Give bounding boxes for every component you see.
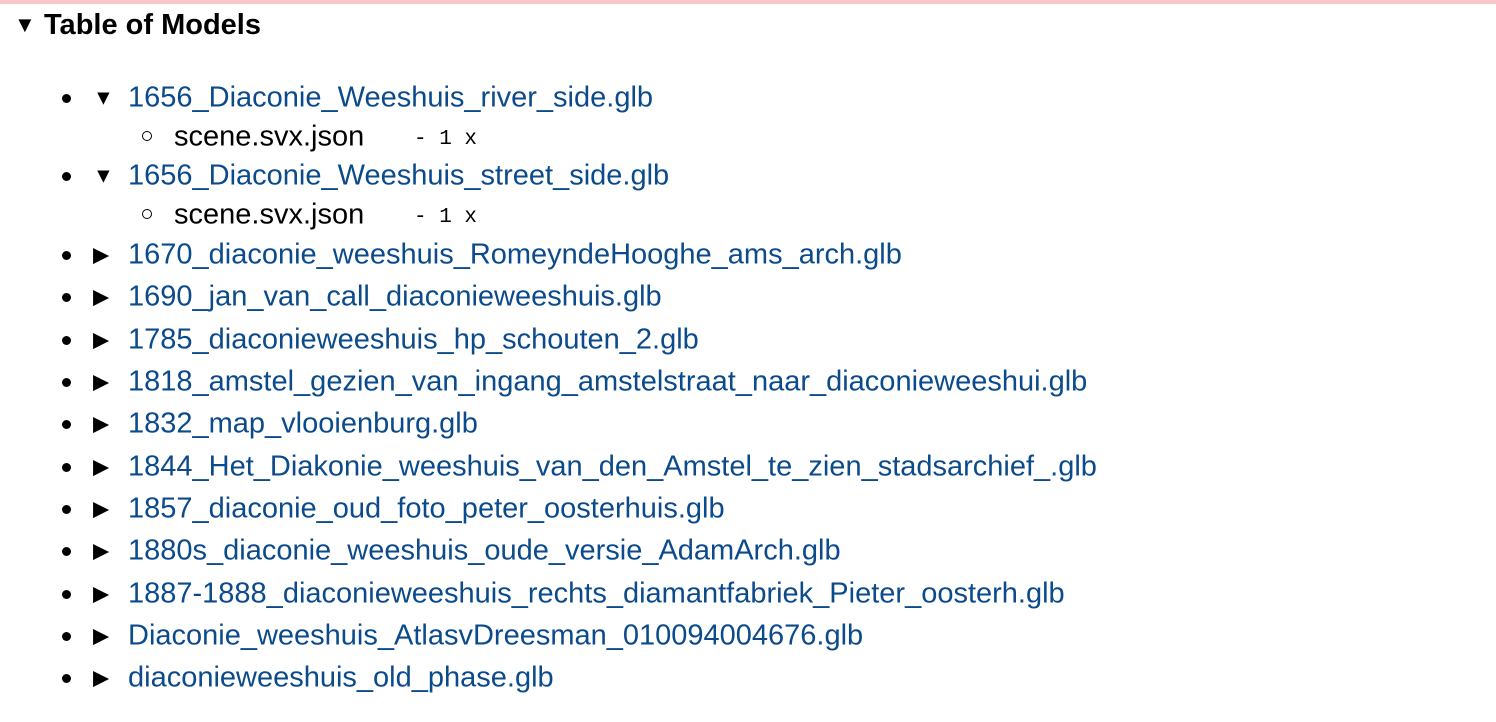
model-link[interactable]: 1656_Diaconie_Weeshuis_river_side.glb bbox=[128, 81, 654, 114]
circle-bullet-icon bbox=[142, 131, 152, 141]
model-item: ▶ 1670_diaconie_weeshuis_RomeyndeHooghe_a… bbox=[0, 234, 1496, 276]
bullet-icon bbox=[62, 462, 71, 472]
model-item: ▶ Diaconie_weeshuis_AtlasvDreesman_010094… bbox=[0, 615, 1496, 657]
file-count: - 1 x bbox=[414, 127, 478, 151]
triangle-right-icon[interactable]: ▶ bbox=[93, 370, 110, 394]
file-item: scene.svx.json - 1 x bbox=[0, 196, 1496, 234]
model-row: ▶ Diaconie_weeshuis_AtlasvDreesman_010094… bbox=[0, 615, 1496, 657]
file-link[interactable]: scene.svx.json bbox=[174, 198, 365, 231]
triangle-right-icon[interactable]: ▶ bbox=[93, 666, 110, 690]
bullet-icon bbox=[62, 251, 71, 261]
model-link[interactable]: Diaconie_weeshuis_AtlasvDreesman_0100940… bbox=[128, 619, 864, 652]
triangle-right-icon[interactable]: ▶ bbox=[93, 497, 110, 521]
model-link[interactable]: 1670_diaconie_weeshuis_RomeyndeHooghe_am… bbox=[128, 238, 902, 271]
model-link[interactable]: 1656_Diaconie_Weeshuis_street_side.glb bbox=[128, 159, 670, 192]
model-item: ▶ 1832_map_vlooienburg.glb bbox=[0, 403, 1496, 445]
model-item: ▶ diaconieweeshuis_old_phase.glb bbox=[0, 657, 1496, 699]
model-item: ▶ 1690_jan_van_call_diaconieweeshuis.glb bbox=[0, 276, 1496, 318]
bullet-icon bbox=[62, 420, 71, 430]
model-item: ▶ 1887-1888_diaconieweeshuis_rechts_diama… bbox=[0, 572, 1496, 614]
file-count: - 1 x bbox=[414, 205, 478, 229]
model-link[interactable]: 1818_amstel_gezien_van_ingang_amstelstra… bbox=[128, 365, 1088, 398]
triangle-right-icon[interactable]: ▶ bbox=[93, 539, 110, 563]
triangle-right-icon[interactable]: ▶ bbox=[93, 243, 110, 267]
circle-bullet-icon bbox=[142, 209, 152, 219]
bullet-icon bbox=[62, 631, 71, 641]
model-files-list: scene.svx.json - 1 x bbox=[0, 196, 1496, 234]
model-row: ▶ 1844_Het_Diakonie_weeshuis_van_den_Amst… bbox=[0, 445, 1496, 487]
model-link[interactable]: 1880s_diaconie_weeshuis_oude_versie_Adam… bbox=[128, 534, 841, 567]
model-files-list: scene.svx.json - 1 x bbox=[0, 118, 1496, 156]
model-row: ▶ 1857_diaconie_oud_foto_peter_oosterhuis… bbox=[0, 488, 1496, 530]
model-row: ▶ 1818_amstel_gezien_van_ingang_amstelstr… bbox=[0, 361, 1496, 403]
model-row: ▶ 1832_map_vlooienburg.glb bbox=[0, 403, 1496, 445]
bullet-icon bbox=[62, 504, 71, 514]
model-link[interactable]: diaconieweeshuis_old_phase.glb bbox=[128, 661, 554, 694]
top-divider bbox=[0, 0, 1496, 4]
triangle-down-icon[interactable]: ▼ bbox=[93, 86, 114, 110]
file-item: scene.svx.json - 1 x bbox=[0, 118, 1496, 156]
table-of-models-toggle[interactable]: ▼ Table of Models bbox=[14, 5, 261, 45]
model-item: ▶ 1857_diaconie_oud_foto_peter_oosterhuis… bbox=[0, 488, 1496, 530]
model-row: ▼ 1656_Diaconie_Weeshuis_street_side.glb bbox=[0, 156, 1496, 196]
model-row: ▶ 1785_diaconieweeshuis_hp_schouten_2.glb bbox=[0, 319, 1496, 361]
triangle-right-icon[interactable]: ▶ bbox=[93, 624, 110, 648]
model-item: ▶ 1785_diaconieweeshuis_hp_schouten_2.glb bbox=[0, 319, 1496, 361]
model-item: ▶ 1818_amstel_gezien_van_ingang_amstelstr… bbox=[0, 361, 1496, 403]
bullet-icon bbox=[62, 547, 71, 557]
triangle-right-icon[interactable]: ▶ bbox=[93, 455, 110, 479]
bullet-icon bbox=[62, 293, 71, 303]
bullet-icon bbox=[62, 378, 71, 388]
model-item: ▶ 1880s_diaconie_weeshuis_oude_versie_Ada… bbox=[0, 530, 1496, 572]
model-link[interactable]: 1832_map_vlooienburg.glb bbox=[128, 407, 478, 440]
model-link[interactable]: 1857_diaconie_oud_foto_peter_oosterhuis.… bbox=[128, 492, 725, 525]
model-link[interactable]: 1785_diaconieweeshuis_hp_schouten_2.glb bbox=[128, 323, 699, 356]
triangle-down-icon[interactable]: ▼ bbox=[93, 164, 114, 188]
model-link[interactable]: 1690_jan_van_call_diaconieweeshuis.glb bbox=[128, 280, 662, 313]
triangle-right-icon[interactable]: ▶ bbox=[93, 328, 110, 352]
model-link[interactable]: 1887-1888_diaconieweeshuis_rechts_diaman… bbox=[128, 577, 1065, 610]
model-link[interactable]: 1844_Het_Diakonie_weeshuis_van_den_Amste… bbox=[128, 450, 1097, 483]
file-link[interactable]: scene.svx.json bbox=[174, 120, 365, 153]
triangle-right-icon[interactable]: ▶ bbox=[93, 285, 110, 309]
triangle-right-icon[interactable]: ▶ bbox=[93, 582, 110, 606]
bullet-icon bbox=[62, 335, 71, 345]
model-item: ▶ 1844_Het_Diakonie_weeshuis_van_den_Amst… bbox=[0, 445, 1496, 487]
model-row: ▶ diaconieweeshuis_old_phase.glb bbox=[0, 657, 1496, 699]
bullet-icon bbox=[62, 94, 71, 103]
model-row: ▶ 1887-1888_diaconieweeshuis_rechts_diama… bbox=[0, 572, 1496, 614]
bullet-icon bbox=[62, 172, 71, 181]
triangle-right-icon[interactable]: ▶ bbox=[93, 412, 110, 436]
model-row: ▼ 1656_Diaconie_Weeshuis_river_side.glb bbox=[0, 78, 1496, 118]
triangle-down-icon: ▼ bbox=[14, 12, 36, 37]
bullet-icon bbox=[62, 674, 71, 684]
model-row: ▶ 1880s_diaconie_weeshuis_oude_versie_Ada… bbox=[0, 530, 1496, 572]
section-title: Table of Models bbox=[44, 8, 261, 41]
model-row: ▶ 1670_diaconie_weeshuis_RomeyndeHooghe_a… bbox=[0, 234, 1496, 276]
model-row: ▶ 1690_jan_van_call_diaconieweeshuis.glb bbox=[0, 276, 1496, 318]
bullet-icon bbox=[62, 589, 71, 599]
